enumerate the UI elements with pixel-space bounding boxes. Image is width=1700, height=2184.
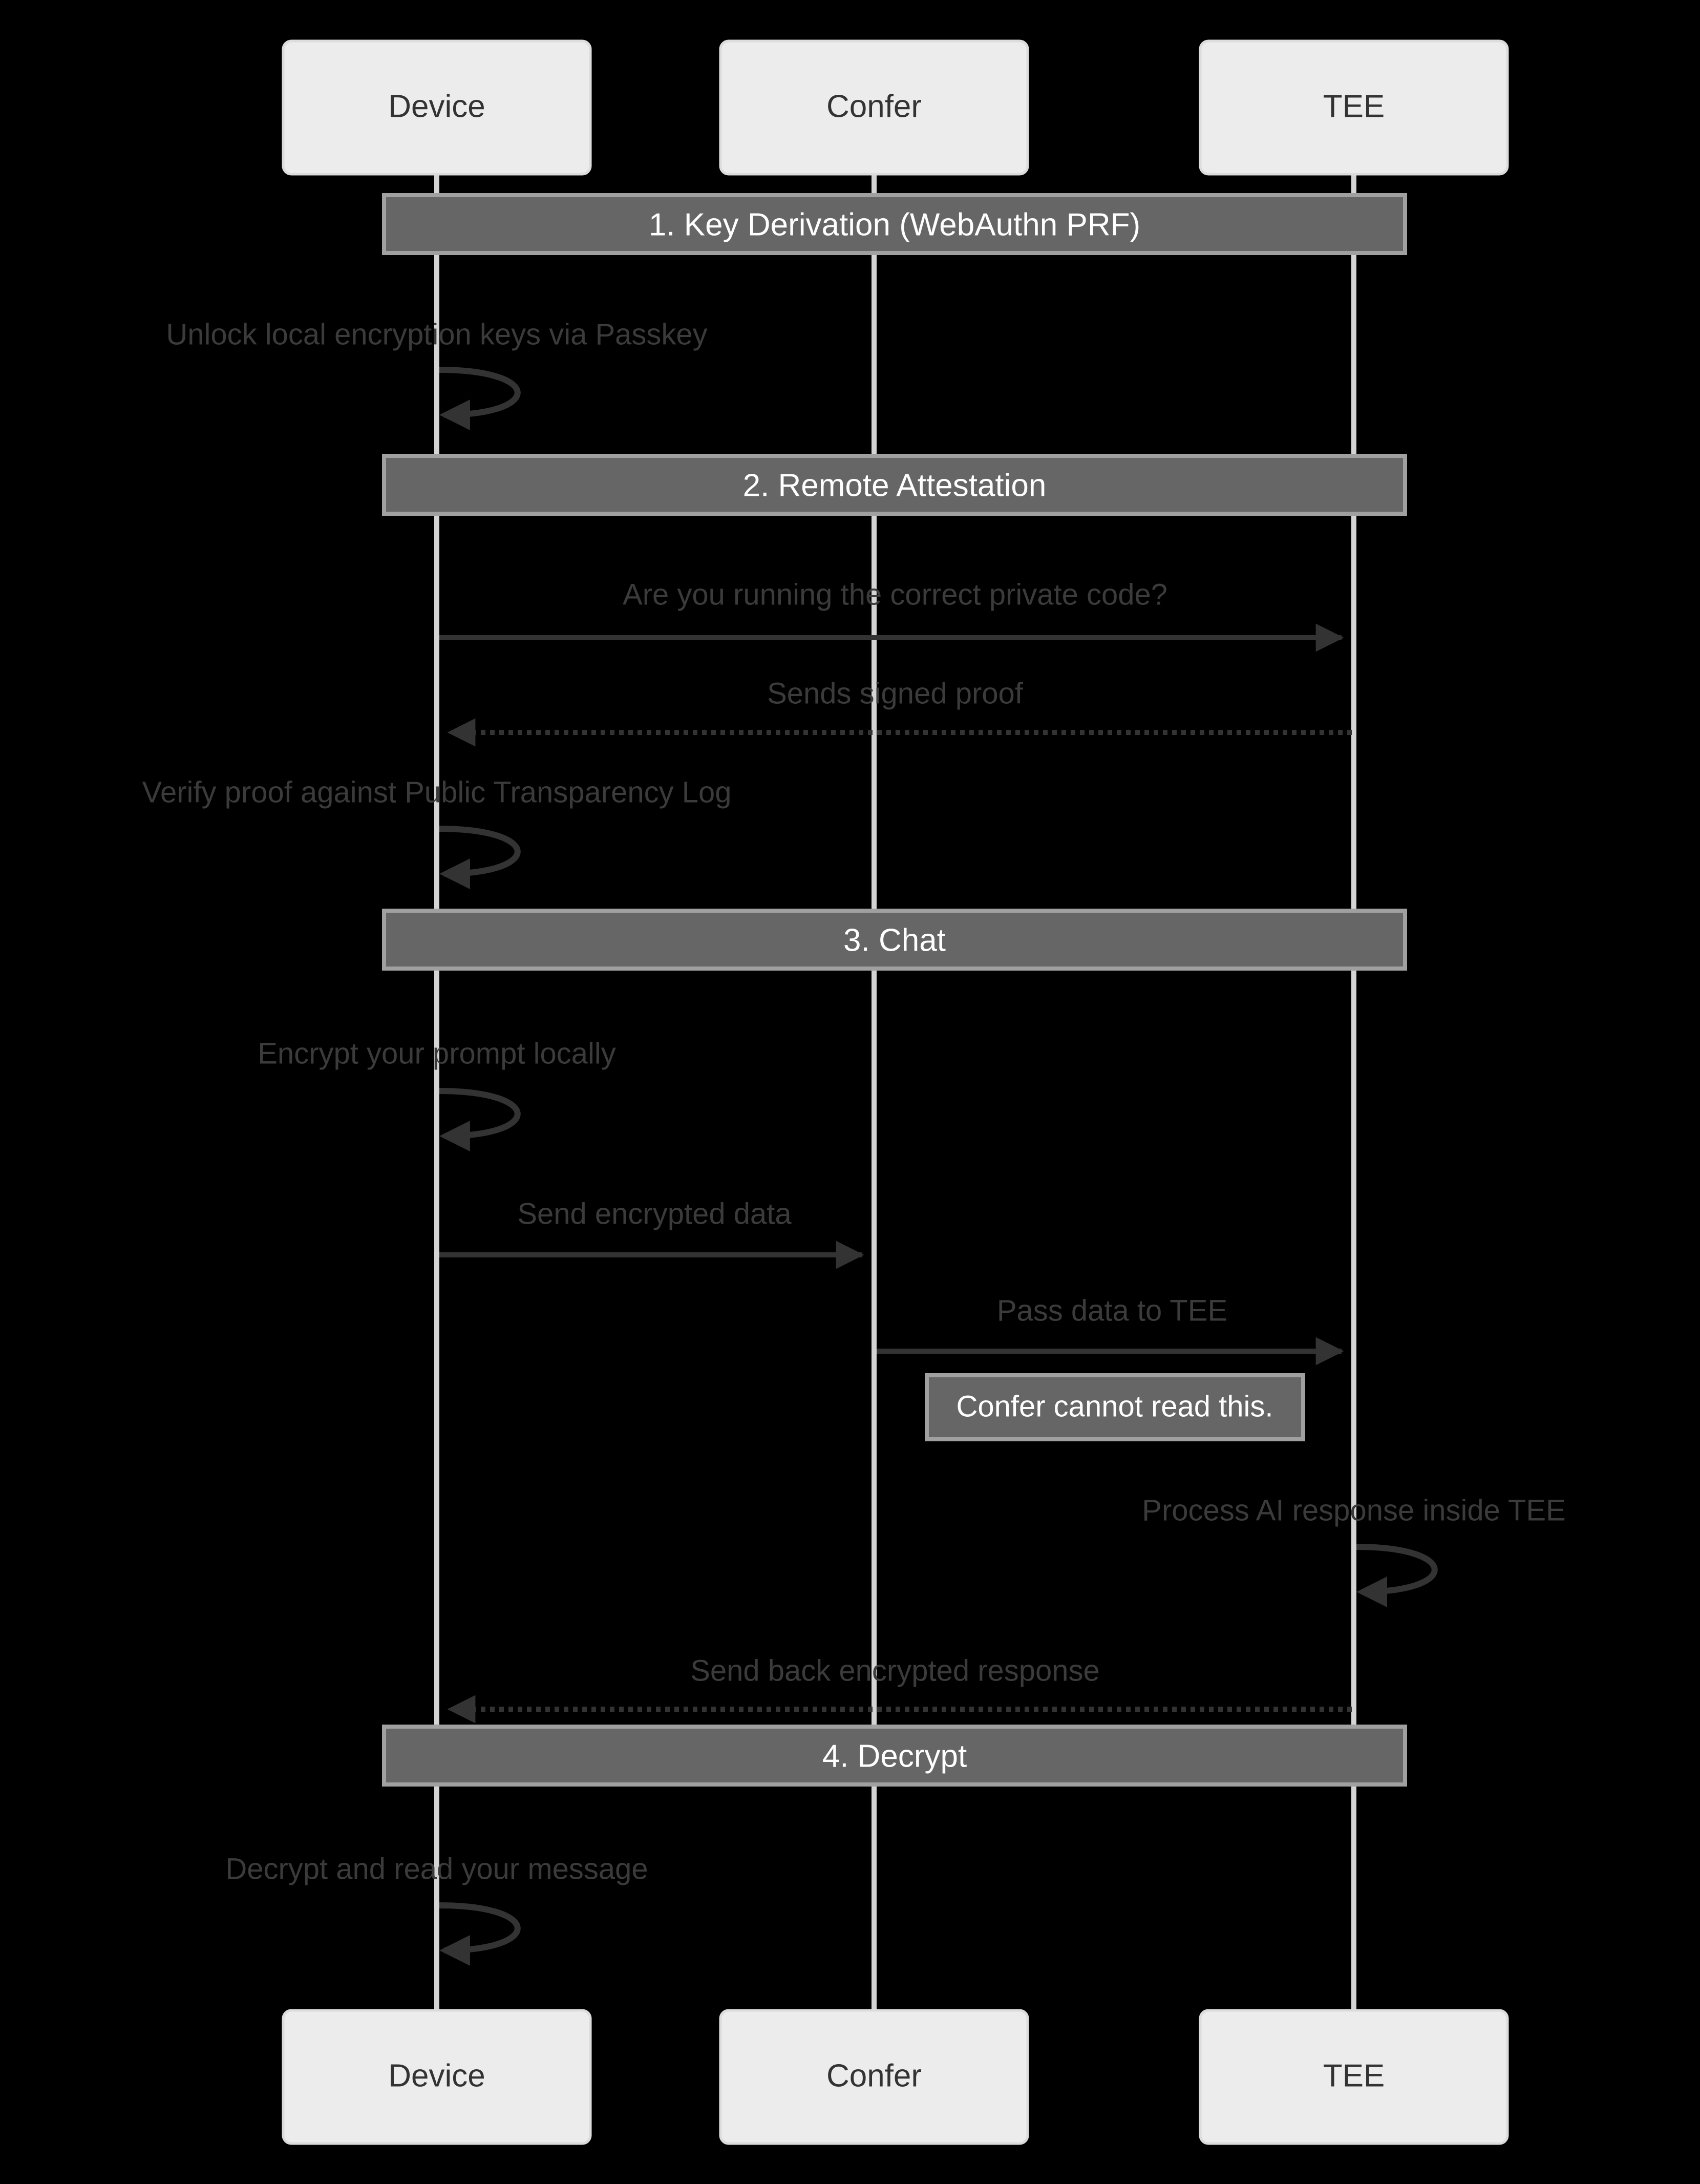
participant-device-top-box	[282, 39, 592, 176]
self-loop-arrow-m8	[1356, 1544, 1438, 1607]
participant-tee-bottom[interactable]: TEE	[1199, 2009, 1509, 2145]
message-send-back-encrypted-response[interactable]: Send back encrypted response	[447, 1654, 1352, 1724]
participant-tee-bottom-label: TEE	[1323, 2058, 1385, 2093]
self-loop-arrow-m5	[439, 1088, 521, 1151]
message-are-you-running-correct-code[interactable]: Are you running the correct private code…	[439, 578, 1344, 652]
participant-tee-top-label: TEE	[1323, 89, 1385, 124]
participant-device-bottom-box	[282, 2009, 592, 2145]
section-bands-group: 1. Key Derivation (WebAuthn PRF) 2. Remo…	[382, 193, 1407, 1787]
note-confer-cannot-read[interactable]: Confer cannot read this.	[925, 1373, 1305, 1441]
participant-tee-top-box	[1199, 39, 1509, 176]
message-process-ai-response-inside-tee[interactable]: Process AI response inside TEE	[1142, 1494, 1566, 1607]
message-label-m5: Encrypt your prompt locally	[258, 1037, 615, 1070]
message-label-m2: Are you running the correct private code…	[623, 578, 1167, 611]
message-pass-data-to-tee[interactable]: Pass data to TEE	[877, 1294, 1344, 1366]
message-label-m10: Decrypt and read your message	[225, 1852, 648, 1885]
message-encrypt-prompt-locally[interactable]: Encrypt your prompt locally	[258, 1037, 616, 1151]
message-verify-proof-transparency-log[interactable]: Verify proof against Public Transparency…	[142, 775, 732, 889]
section-band-2-rect	[382, 454, 1407, 516]
section-band-1-label: 1. Key Derivation (WebAuthn PRF)	[649, 207, 1140, 242]
note-box-label: Confer cannot read this.	[956, 1390, 1273, 1423]
self-loop-arrow-m10	[439, 1902, 521, 1966]
messages-group: Unlock local encryption keys via Passkey…	[142, 318, 1566, 1966]
section-band-3-rect	[382, 909, 1407, 971]
participant-confer-bottom[interactable]: Confer	[719, 2009, 1029, 2145]
section-band-1-rect	[382, 193, 1407, 255]
section-band-4-label: 4. Decrypt	[822, 1738, 967, 1774]
participant-confer-top-label: Confer	[826, 89, 922, 124]
participant-confer-bottom-label: Confer	[826, 2058, 922, 2093]
note-box-rect	[925, 1373, 1305, 1441]
self-loop-arrow-m1	[439, 367, 521, 430]
participants-bottom-group: Device Confer TEE	[282, 2009, 1509, 2145]
section-band-3: 3. Chat	[382, 909, 1407, 971]
message-sends-signed-proof[interactable]: Sends signed proof	[447, 677, 1352, 747]
section-band-3-label: 3. Chat	[843, 922, 946, 958]
message-label-m9: Send back encrypted response	[690, 1654, 1100, 1687]
message-label-m3: Sends signed proof	[767, 677, 1024, 710]
participant-device-bottom-label: Device	[388, 2058, 485, 2093]
participant-confer-bottom-box	[719, 2009, 1029, 2145]
participant-device-top-label: Device	[388, 89, 485, 124]
participant-tee-bottom-box	[1199, 2009, 1509, 2145]
self-loop-arrow-m4	[439, 826, 521, 889]
section-band-2-label: 2. Remote Attestation	[743, 468, 1047, 503]
section-band-2: 2. Remote Attestation	[382, 454, 1407, 516]
message-unlock-local-encryption-keys[interactable]: Unlock local encryption keys via Passkey	[166, 318, 708, 430]
message-label-m8: Process AI response inside TEE	[1142, 1494, 1565, 1527]
participant-device-bottom[interactable]: Device	[282, 2009, 592, 2145]
message-label-m6: Send encrypted data	[517, 1197, 792, 1230]
section-band-1: 1. Key Derivation (WebAuthn PRF)	[382, 193, 1407, 255]
participants-top-group: Device Confer TEE	[282, 39, 1509, 176]
section-band-4: 4. Decrypt	[382, 1725, 1407, 1787]
message-label-m1: Unlock local encryption keys via Passkey	[166, 318, 707, 351]
section-band-4-rect	[382, 1725, 1407, 1787]
participant-confer-top[interactable]: Confer	[719, 39, 1029, 176]
message-label-m7: Pass data to TEE	[997, 1294, 1227, 1327]
participant-tee-top[interactable]: TEE	[1199, 39, 1509, 176]
participant-device-top[interactable]: Device	[282, 39, 592, 176]
message-label-m4: Verify proof against Public Transparency…	[142, 775, 732, 809]
message-decrypt-and-read-your-message[interactable]: Decrypt and read your message	[225, 1852, 648, 1966]
participant-confer-top-box	[719, 39, 1029, 176]
message-send-encrypted-data[interactable]: Send encrypted data	[439, 1197, 864, 1269]
